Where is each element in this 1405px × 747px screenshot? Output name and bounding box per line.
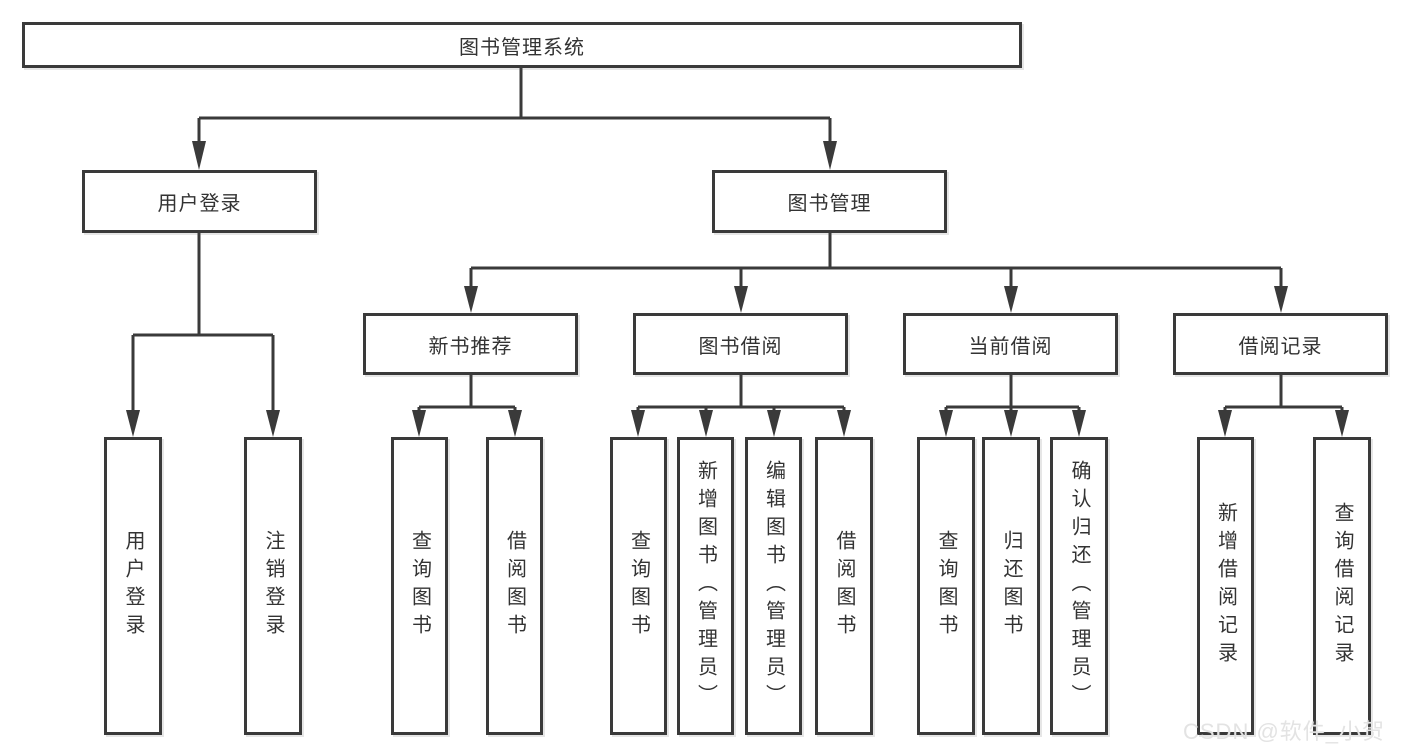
leaf-user-login: 用户登录 — [104, 437, 162, 735]
arrowhead — [699, 410, 713, 437]
node-book-borrow: 图书借阅 — [633, 313, 848, 375]
leaf-borrow-books-recommend-label: 借阅图书 — [503, 530, 526, 642]
arrowhead — [823, 141, 837, 170]
leaf-borrow-books-label: 借阅图书 — [833, 530, 855, 642]
node-current-borrow-label: 当前借阅 — [968, 335, 1053, 358]
leaf-query-books-recommend: 查询图书 — [391, 437, 448, 735]
node-user-login-label: 用户登录 — [157, 193, 242, 215]
arrowhead — [1004, 410, 1018, 437]
leaf-query-borrow-record: 查询借阅记录 — [1313, 437, 1371, 735]
arrowhead — [1274, 286, 1288, 313]
leaf-user-login-label: 用户登录 — [122, 530, 144, 642]
node-book-management: 图书管理 — [712, 170, 947, 233]
leaf-logout-label: 注销登录 — [262, 530, 284, 642]
node-borrow-records-label: 借阅记录 — [1238, 335, 1323, 358]
arrowhead — [837, 410, 851, 437]
leaf-query-books-borrow: 查询图书 — [610, 437, 667, 735]
leaf-query-borrow-record-label: 查询借阅记录 — [1331, 502, 1353, 670]
node-root: 图书管理系统 — [22, 22, 1022, 68]
leaf-return-books-label: 归还图书 — [1000, 530, 1022, 642]
leaf-edit-books-admin: 编辑图书（管理员） — [745, 437, 802, 735]
leaf-return-books: 归还图书 — [982, 437, 1040, 735]
leaf-query-books-current: 查询图书 — [917, 437, 975, 735]
leaf-query-books-current-label: 查询图书 — [935, 530, 957, 642]
leaf-add-borrow-record-label: 新增借阅记录 — [1214, 502, 1237, 670]
node-book-management-label: 图书管理 — [787, 193, 872, 215]
node-current-borrow: 当前借阅 — [903, 313, 1118, 375]
node-borrow-records: 借阅记录 — [1173, 313, 1388, 375]
arrowhead — [508, 410, 522, 437]
leaf-edit-books-admin-label: 编辑图书（管理员） — [762, 460, 785, 712]
arrowhead — [1004, 286, 1018, 313]
arrowhead — [1218, 410, 1232, 437]
arrowhead — [631, 410, 645, 437]
arrowhead — [939, 410, 953, 437]
arrowhead — [192, 141, 206, 170]
node-user-login: 用户登录 — [82, 170, 317, 233]
leaf-add-borrow-record: 新增借阅记录 — [1197, 437, 1254, 735]
leaf-borrow-books: 借阅图书 — [815, 437, 873, 735]
arrowhead — [126, 410, 140, 437]
leaf-logout: 注销登录 — [244, 437, 302, 735]
arrowhead — [767, 410, 781, 437]
leaf-add-books-admin-label: 新增图书（管理员） — [694, 460, 717, 712]
arrowhead — [734, 286, 748, 313]
node-new-book-recommend: 新书推荐 — [363, 313, 578, 375]
node-root-label: 图书管理系统 — [459, 36, 585, 59]
leaf-add-books-admin: 新增图书（管理员） — [677, 437, 734, 735]
leaf-confirm-return-admin-label: 确认归还（管理员） — [1068, 460, 1090, 712]
leaf-query-books-recommend-label: 查询图书 — [408, 530, 431, 642]
arrowhead — [1072, 410, 1086, 437]
arrowhead — [1335, 410, 1349, 437]
node-new-book-recommend-label: 新书推荐 — [428, 335, 513, 358]
node-book-borrow-label: 图书借阅 — [698, 335, 783, 358]
leaf-query-books-borrow-label: 查询图书 — [627, 530, 650, 642]
arrowhead — [412, 410, 426, 437]
csdn-watermark: CSDN @软件_小贺同学 — [1183, 719, 1386, 744]
arrowhead — [266, 410, 280, 437]
arrowhead — [464, 286, 478, 313]
leaf-borrow-books-recommend: 借阅图书 — [486, 437, 543, 735]
leaf-confirm-return-admin: 确认归还（管理员） — [1050, 437, 1108, 735]
